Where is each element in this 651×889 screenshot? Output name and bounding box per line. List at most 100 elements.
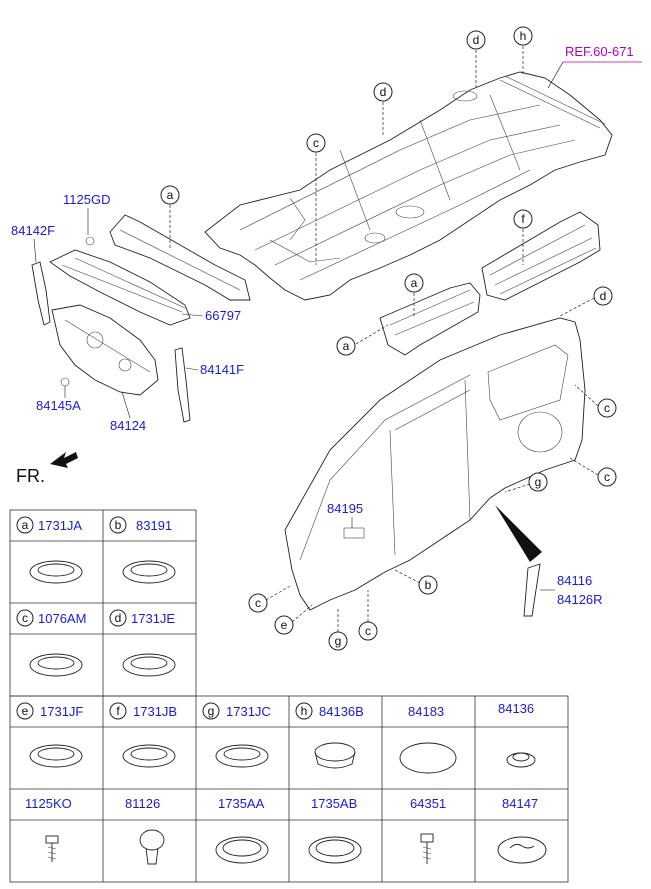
callout-e-bottom: e	[274, 604, 313, 635]
svg-text:a: a	[411, 276, 418, 290]
callout-d-top: d	[466, 30, 486, 90]
svg-text:d: d	[380, 85, 387, 99]
side-outer-panel-drawing	[284, 317, 586, 611]
code-81126: 81126	[125, 796, 160, 811]
callout-a-mid-left: a	[336, 324, 389, 356]
code-1125KO: 1125KO	[25, 796, 72, 811]
code-83191: 83191	[136, 518, 172, 533]
svg-text:d: d	[600, 289, 607, 303]
svg-text:a: a	[167, 188, 174, 202]
callout-c-bottom-right: c	[358, 590, 378, 641]
svg-text:a: a	[343, 339, 350, 353]
table-cell-84183: 84183	[399, 704, 457, 774]
front-direction-indicator: FR.	[16, 452, 78, 486]
svg-text:e: e	[22, 704, 29, 718]
callout-a-mid-top: a	[404, 273, 424, 318]
table-cell-1735AA: 1735AA	[215, 796, 269, 864]
code-84136B: 84136B	[319, 704, 364, 719]
cross-member-drawing	[481, 211, 601, 301]
callout-c-side-1: c	[574, 384, 617, 418]
svg-text:g: g	[335, 634, 342, 648]
svg-text:f: f	[116, 704, 120, 718]
svg-text:c: c	[22, 611, 28, 625]
svg-text:c: c	[604, 470, 610, 484]
code-1731JF: 1731JF	[40, 704, 83, 719]
svg-text:d: d	[473, 33, 480, 47]
callout-b-side: b	[394, 569, 438, 595]
table-cell-h: h 84136B	[295, 702, 364, 769]
parts-table	[9, 509, 569, 883]
table-cell-84147: 84147	[497, 796, 547, 864]
label-66797: 66797	[205, 308, 241, 323]
code-84136: 84136	[498, 701, 534, 716]
label-84142F: 84142F	[11, 223, 55, 238]
table-cell-b: b 83191	[109, 516, 176, 584]
label-1125GD: 1125GD	[63, 192, 110, 207]
callout-g-bottom: g	[328, 608, 348, 651]
svg-text:h: h	[520, 29, 527, 43]
label-84145A: 84145A	[36, 398, 81, 413]
callout-c-side-2: c	[569, 457, 617, 487]
grommet-small-drawing	[60, 377, 70, 387]
table-cell-1735AB: 1735AB	[308, 796, 362, 864]
code-64351: 64351	[410, 796, 446, 811]
code-1731JC: 1731JC	[226, 704, 271, 719]
svg-text:c: c	[255, 596, 261, 610]
front-arrow-icon	[50, 452, 78, 468]
label-84141F: 84141F	[200, 362, 244, 377]
svg-text:d: d	[115, 611, 122, 625]
floor-panel-drawing	[204, 71, 613, 301]
table-cell-d: d 1731JE	[109, 609, 176, 677]
dash-panel-drawing	[51, 304, 159, 396]
table-cell-e: e 1731JF	[16, 702, 83, 768]
code-84183: 84183	[408, 704, 444, 719]
svg-text:b: b	[425, 578, 432, 592]
callout-c-bottom-left: c	[248, 584, 293, 613]
code-1735AB: 1735AB	[311, 796, 357, 811]
callout-f: f	[513, 209, 533, 265]
callout-c-floor: c	[306, 133, 326, 265]
table-cell-1125KO: 1125KO	[25, 796, 72, 862]
code-84147: 84147	[502, 796, 538, 811]
code-1731JE: 1731JE	[131, 611, 175, 626]
callout-a-cowl: a	[160, 185, 180, 248]
left-bracket-drawing	[31, 261, 51, 326]
ref-label: REF.60-671	[565, 44, 634, 59]
svg-text:e: e	[281, 618, 288, 632]
svg-text:c: c	[604, 401, 610, 415]
label-84116: 84116	[557, 573, 592, 588]
svg-text:c: c	[313, 136, 319, 150]
side-sill-strip-drawing	[523, 563, 541, 617]
label-84195: 84195	[327, 501, 363, 516]
svg-text:g: g	[535, 475, 542, 489]
code-1731JA: 1731JA	[38, 518, 82, 533]
table-cell-g: g 1731JC	[202, 702, 271, 768]
table-cell-81126: 81126	[125, 796, 165, 865]
table-cell-f: f 1731JB	[109, 702, 177, 768]
callout-h-top: h	[513, 26, 533, 75]
svg-text:g: g	[208, 704, 215, 718]
svg-text:c: c	[365, 624, 371, 638]
sill-reinforcement-drawing	[379, 282, 481, 356]
svg-text:b: b	[115, 518, 122, 532]
callout-g-side: g	[504, 472, 548, 493]
code-1735AA: 1735AA	[218, 796, 265, 811]
bolt-small-drawing	[85, 236, 95, 246]
table-cell-84136: 84136	[498, 701, 536, 768]
callout-d-mid: d	[373, 82, 393, 135]
cowl-panel-drawing	[49, 214, 251, 326]
code-1731JB: 1731JB	[133, 704, 177, 719]
table-cell-64351: 64351	[410, 796, 446, 864]
leader-black-arrow	[495, 505, 542, 562]
code-1076AM: 1076AM	[38, 611, 86, 626]
svg-text:f: f	[521, 212, 525, 226]
svg-text:a: a	[22, 518, 29, 532]
table-cell-a: a 1731JA	[16, 516, 83, 584]
front-label: FR.	[16, 466, 45, 486]
table-cell-c: c 1076AM	[16, 609, 86, 677]
right-bracket-drawing	[174, 347, 191, 423]
svg-text:h: h	[301, 704, 308, 718]
label-84126R: 84126R	[557, 592, 603, 607]
label-84124: 84124	[110, 418, 146, 433]
